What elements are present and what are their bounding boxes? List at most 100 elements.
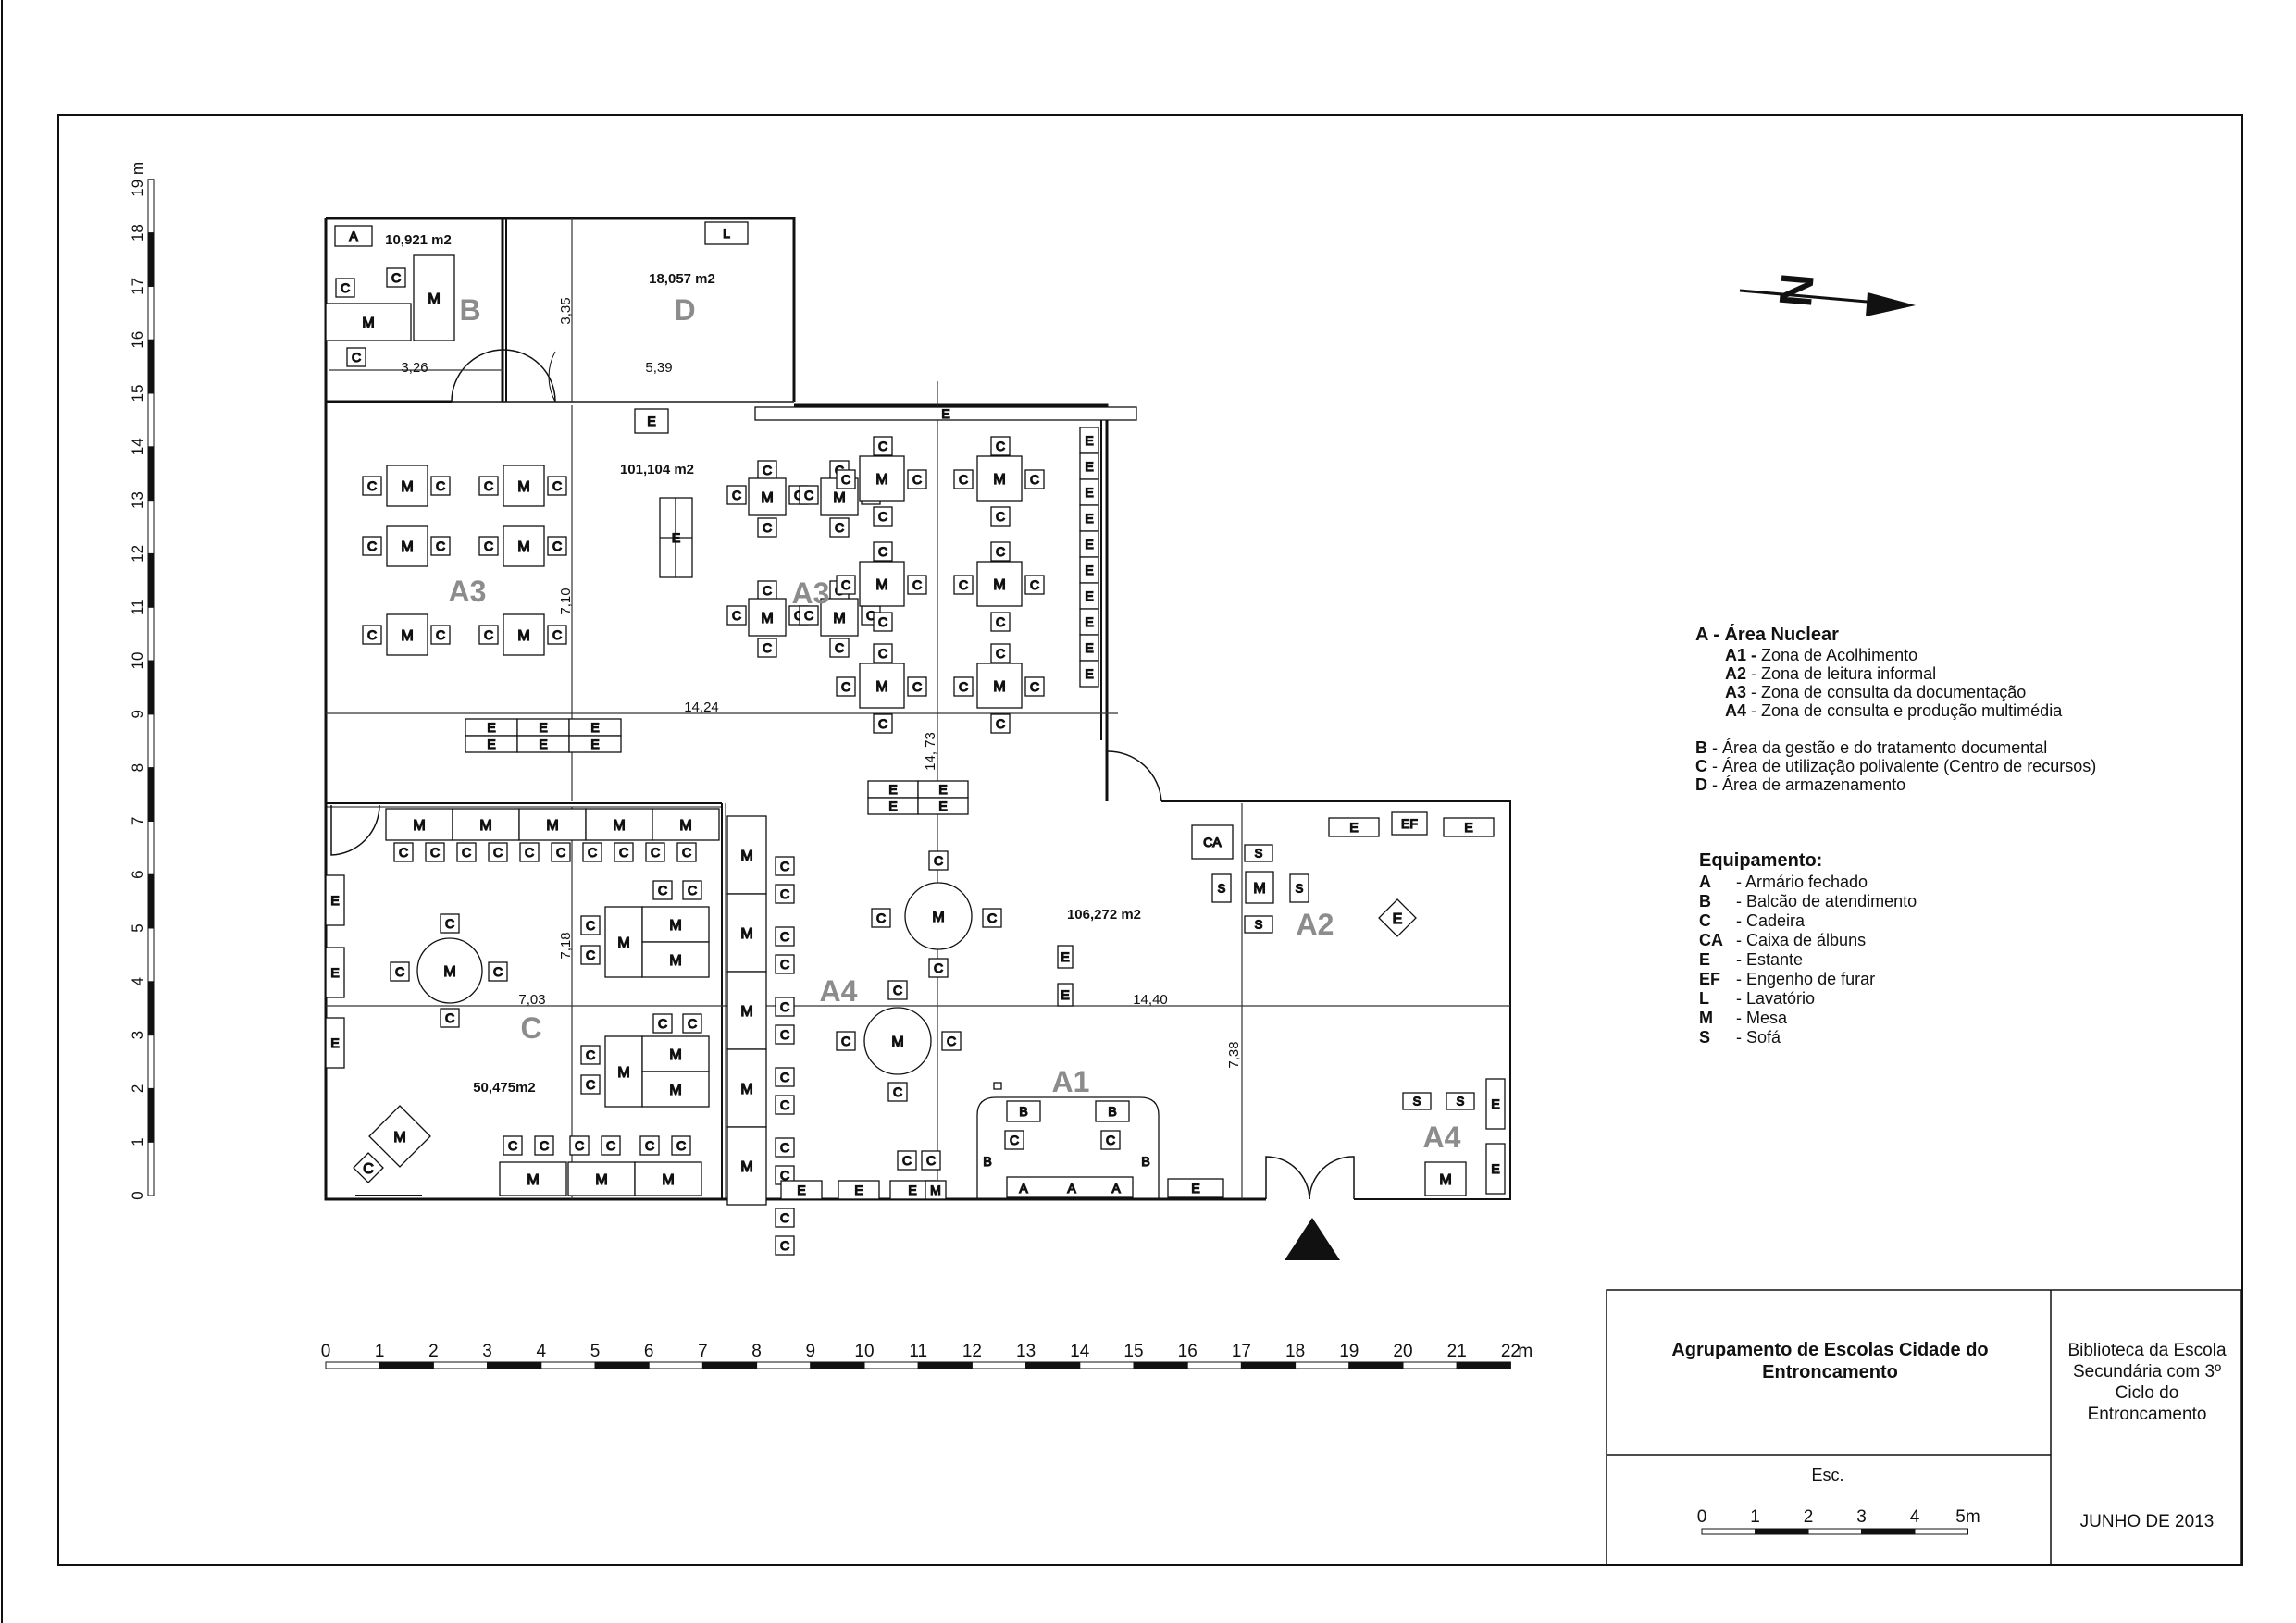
hscale-unit: m (1518, 1342, 1533, 1361)
shelf-label: E (1085, 537, 1093, 551)
table-label: M (517, 479, 529, 495)
table-label: M (679, 818, 691, 834)
chair-label: C (658, 1016, 667, 1031)
table-label: M (613, 818, 625, 834)
chair-label: C (780, 859, 789, 873)
hscale-tick-label: 0 (321, 1342, 331, 1361)
vscale-tick-label: 12 (129, 545, 146, 563)
dim-c-height: 7,18 (558, 932, 574, 959)
chair-label: C (606, 1138, 615, 1153)
table-label: M (1439, 1172, 1451, 1188)
diamond-table (368, 1105, 431, 1168)
chair (390, 961, 410, 982)
tb-scale-tick-label: 3 (1856, 1507, 1867, 1527)
chair-label: C (912, 472, 922, 487)
table (859, 663, 905, 709)
sofa-label: S (1218, 882, 1226, 896)
chair-label: C (688, 1016, 697, 1031)
zone-a4-center: A4 (820, 974, 858, 1008)
chair (873, 643, 893, 663)
drill (1391, 812, 1428, 836)
table (976, 663, 1023, 709)
table-label: M (740, 849, 752, 864)
chair (582, 842, 602, 862)
vscale-tick-label: 5 (129, 923, 146, 932)
zone-a1: A1 (1052, 1065, 1090, 1098)
table (726, 971, 767, 1050)
chair-label: C (780, 929, 789, 944)
hscale-segment (701, 1361, 758, 1369)
vscale-segment (147, 1087, 155, 1143)
north-arrow-icon: N (1739, 271, 1916, 316)
chair-label: C (1106, 1133, 1115, 1147)
tb-scale-segment (1861, 1528, 1916, 1535)
chair (775, 954, 795, 974)
vscale-segment (147, 179, 155, 234)
table-label: M (428, 291, 440, 307)
chair-label: C (959, 472, 968, 487)
hscale-tick-label: 12 (962, 1342, 982, 1361)
chair-label: C (484, 539, 493, 553)
tb-scale-tick-label: 1 (1750, 1507, 1760, 1527)
chair (430, 625, 451, 645)
area-main: 106,272 m2 (1067, 907, 1141, 923)
tb-scale-tick-label: 5m (1955, 1507, 1980, 1527)
chair (386, 267, 406, 288)
closed-cabinet (334, 225, 373, 247)
chair (928, 958, 949, 978)
table-label: M (740, 926, 752, 942)
table (652, 808, 720, 841)
chair (503, 1135, 523, 1156)
chair-label: C (436, 539, 445, 553)
chair-label: C (794, 488, 803, 502)
chair (799, 605, 819, 626)
hscale-tick-label: 4 (537, 1342, 547, 1361)
table-label: M (993, 577, 1005, 593)
chair-label: C (575, 1138, 584, 1153)
dimension-lines (326, 218, 1510, 1199)
table (726, 893, 767, 973)
tb-scale-segment (1807, 1528, 1862, 1535)
diamond-shelf-label: E (1393, 911, 1403, 927)
closed-cabinet-label: A (349, 229, 358, 243)
table-label: M (669, 953, 681, 969)
counter-segment (1095, 1100, 1130, 1122)
hscale-segment (1348, 1361, 1404, 1369)
chair-label: C (430, 845, 440, 860)
chair (425, 842, 445, 862)
table (386, 525, 428, 567)
chair (362, 476, 382, 496)
table (634, 1161, 702, 1196)
chair-label: C (552, 627, 562, 642)
chair-label: C (912, 679, 922, 694)
chair (580, 1074, 601, 1095)
table-label: M (875, 577, 887, 593)
chair (775, 1235, 795, 1256)
shelf-label: E (487, 737, 495, 751)
table-label: M (833, 490, 845, 506)
table-label: M (413, 818, 425, 834)
chair (941, 1031, 962, 1051)
chair-label: C (367, 539, 377, 553)
chair-label: C (878, 509, 887, 524)
chair-label: C (780, 1027, 789, 1042)
legend-item-b: B - Área da gestão e do tratamento docum… (1695, 738, 2048, 757)
chair-label: C (996, 544, 1005, 559)
round-table (904, 882, 973, 950)
vscale-segment (147, 392, 155, 448)
chair (897, 1150, 917, 1171)
table (641, 1035, 710, 1072)
chair (953, 575, 974, 595)
table (452, 808, 520, 841)
vscale-tick-label: 6 (129, 870, 146, 878)
chair-label: C (493, 964, 503, 979)
chair-label: C (367, 627, 377, 642)
album-box-label: CA (1203, 835, 1222, 849)
shelf-label: E (590, 737, 599, 751)
cabinet-label: A (1019, 1181, 1028, 1196)
chair (873, 506, 893, 527)
hscale-segment (971, 1361, 1027, 1369)
chair (836, 575, 856, 595)
hscale-segment (594, 1361, 650, 1369)
